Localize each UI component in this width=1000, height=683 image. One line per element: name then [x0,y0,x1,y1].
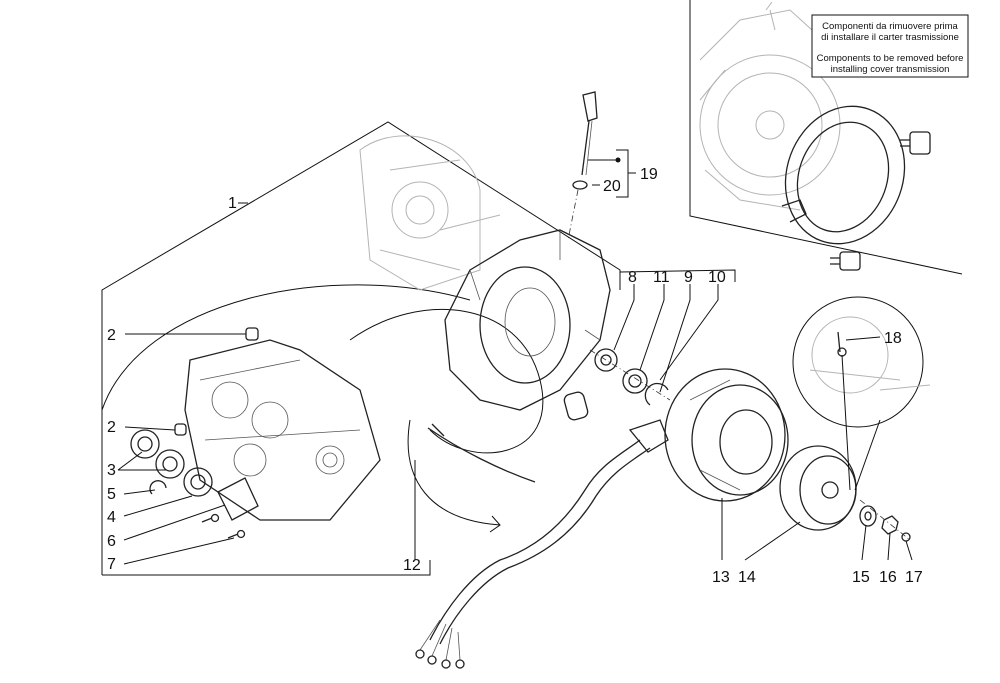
callout-10: 10 [708,269,726,286]
shaft-axis-line [589,349,671,401]
transmission-cover [444,229,611,411]
leader-lines [117,149,913,565]
note-en-line1: Components to be removed before [817,53,964,64]
cable-tie [427,423,536,483]
flywheel-14 [779,445,857,531]
cover-plate-4 [217,477,259,521]
note-en-line2: installing cover transmission [831,64,950,75]
callout-7: 7 [107,556,116,573]
detail-bubble-18 [792,296,931,491]
bushing [563,391,589,421]
callout-18: 18 [884,330,902,347]
ghost-crankcase-sketch [359,135,501,291]
callout-20: 20 [603,178,621,195]
callout-9: 9 [684,269,693,286]
nut-16 [881,515,899,535]
inset-engine-sketch [699,1,841,211]
inset-knob-top [900,131,931,155]
dipstick-axis-line [567,189,579,241]
washer-20 [572,180,588,190]
callout-8: 8 [628,269,637,286]
stator-13 [664,368,789,502]
plug-2-mid [174,423,187,436]
wiring-harness-12 [415,419,669,669]
dipstick-19 [581,91,598,176]
callout-16: 16 [879,569,897,586]
callout-12: 12 [403,557,421,574]
bearing-set-3 [130,429,213,497]
callout-11: 11 [653,269,670,286]
inset-knob-bottom [830,251,861,271]
crankcase-half [184,339,381,521]
bubble-12-arrows [407,419,501,533]
callout-2-top: 2 [107,327,116,344]
oil-seal-8 [594,348,618,372]
callout-17: 17 [905,569,923,586]
callout-6: 6 [107,533,116,550]
inset-removal-panel: Componenti da rimuovere prima di install… [689,0,969,275]
callout-19: 19 [640,166,658,183]
inset-cover-ring [781,105,906,245]
callout-labels: 1 2 2 3 5 4 6 7 8 11 9 10 12 13 14 15 16… [107,166,923,586]
note-it-line1: Componenti da rimuovere prima [822,21,958,32]
bearing-11 [622,368,648,394]
note-it-line2: di installare il carter trasmissione [821,32,959,43]
washer-15 [859,505,877,527]
plug-2-top [245,327,259,341]
screws-6-7 [201,513,246,539]
callout-14: 14 [738,569,756,586]
callout-1: 1 [228,195,237,212]
callout-15: 15 [852,569,870,586]
callout-13: 13 [712,569,730,586]
callout-4: 4 [107,509,116,526]
callout-2-mid: 2 [107,419,116,436]
circlip-5 [149,480,167,495]
callout-5: 5 [107,486,116,503]
group-frame-part-1 [101,121,736,576]
rotor-axis-line [859,499,911,541]
circlip-9 [644,382,669,406]
callout-3: 3 [107,462,116,479]
inset-note-box: Componenti da rimuovere prima di install… [811,14,969,78]
